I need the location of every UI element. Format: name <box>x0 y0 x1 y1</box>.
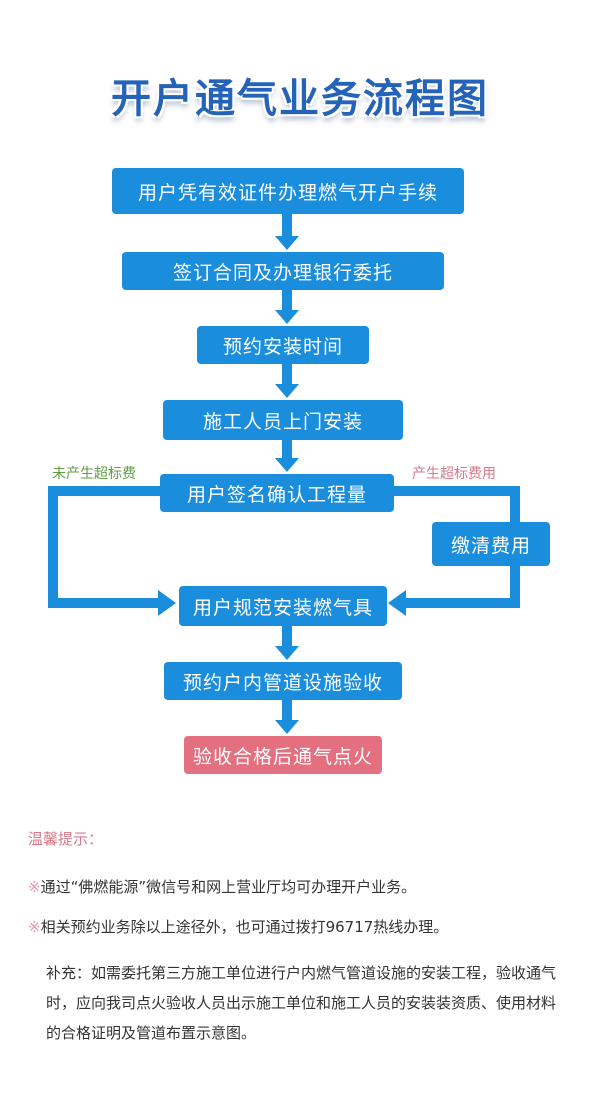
arrow-down-icon <box>275 440 299 472</box>
arrow-down-icon <box>275 214 299 250</box>
step-sign-contract: 签订合同及办理银行委托 <box>122 252 444 290</box>
branch-label-no-extra-fee: 未产生超标费 <box>52 466 136 482</box>
arrow-down-icon <box>275 700 299 734</box>
arrow-down-icon <box>275 290 299 324</box>
reference-mark-icon: ※ <box>28 878 41 896</box>
tip-item: ※相关预约业务除以上途径外，也可通过拨打96717热线办理。 <box>28 917 448 937</box>
tip-item: ※通过“佛燃能源”微信号和网上营业厅均可办理开户业务。 <box>28 877 416 897</box>
page-title: 开户通气业务流程图 <box>111 76 489 122</box>
branch-label-extra-fee: 产生超标费用 <box>412 466 496 482</box>
step-install-appliance: 用户规范安装燃气具 <box>179 586 387 626</box>
flow-connectors <box>48 214 520 734</box>
step-schedule-inspection: 预约户内管道设施验收 <box>164 662 402 700</box>
arrow-down-icon <box>275 364 299 398</box>
step-onsite-install: 施工人员上门安装 <box>163 400 403 440</box>
supplement-note: 补充：如需委托第三方施工单位进行户内燃气管道设施的安装工程，验收通气时，应向我司… <box>46 964 557 1042</box>
step-pay-fees: 缴清费用 <box>432 522 550 566</box>
step-open-account: 用户凭有效证件办理燃气开户手续 <box>112 168 464 214</box>
tip-text: 通过“佛燃能源”微信号和网上营业厅均可办理开户业务。 <box>40 878 417 896</box>
tips-heading: 温馨提示： <box>28 830 104 848</box>
right-branch-arrow <box>388 486 520 616</box>
step-confirm-quantity: 用户签名确认工程量 <box>160 474 394 512</box>
step-schedule-install: 预约安装时间 <box>197 326 369 364</box>
reference-mark-icon: ※ <box>28 918 41 936</box>
tip-text: 相关预约业务除以上途径外，也可通过拨打96717热线办理。 <box>40 918 449 936</box>
step-ignition: 验收合格后通气点火 <box>184 736 382 774</box>
left-branch-arrow <box>48 486 180 616</box>
arrow-down-icon <box>275 626 299 660</box>
